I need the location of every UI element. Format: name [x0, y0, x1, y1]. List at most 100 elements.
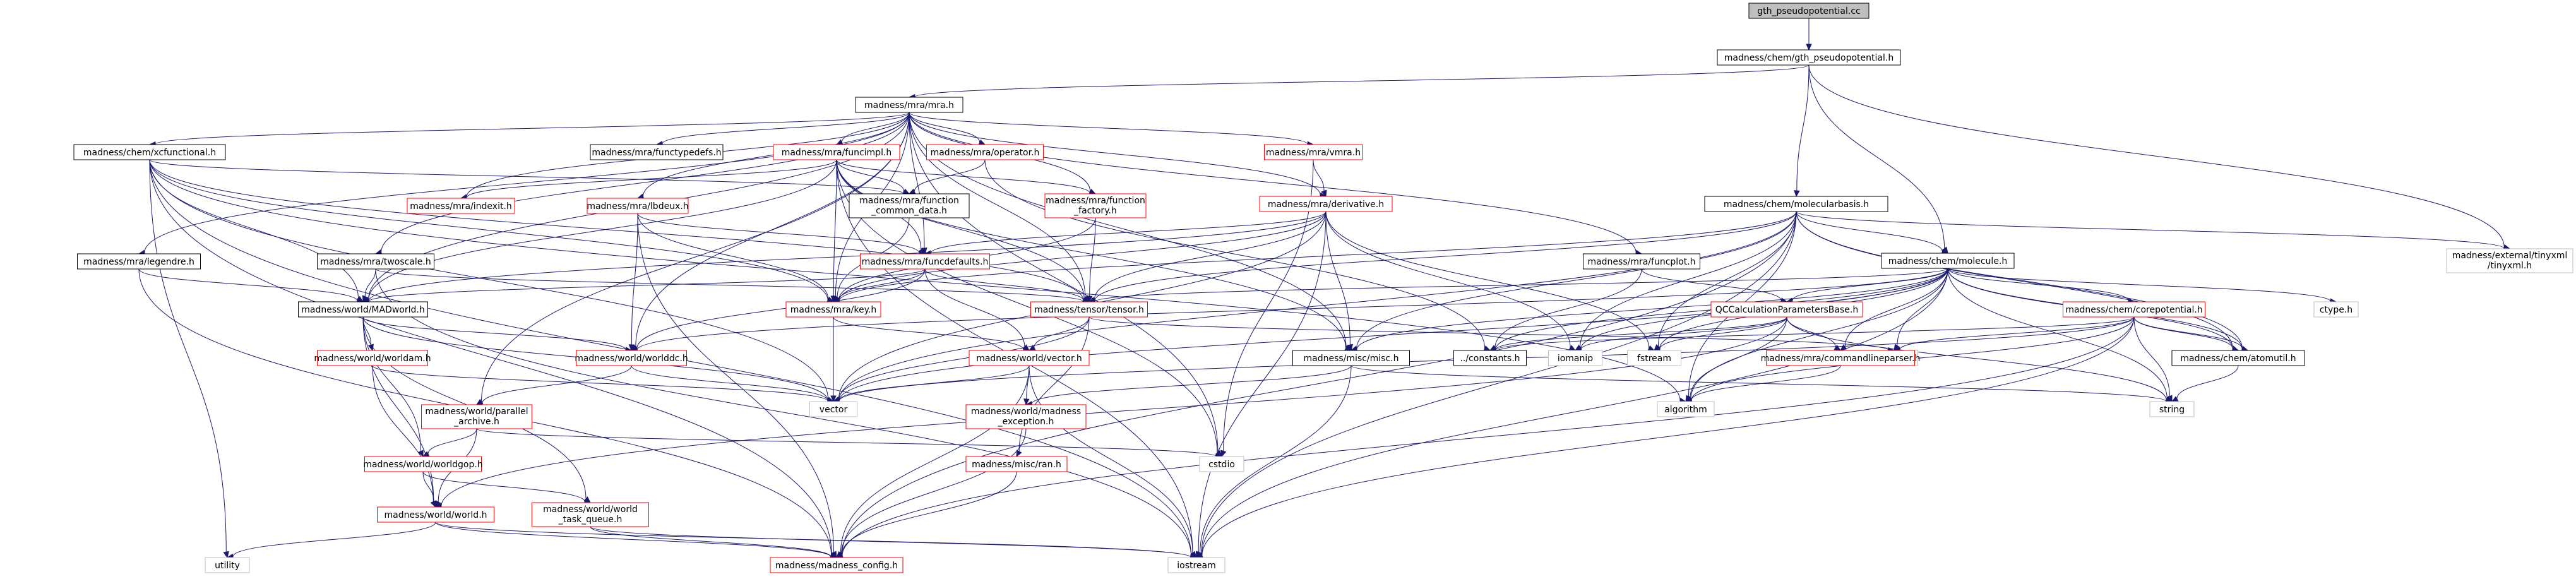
- edge-tensor-to-ran: [1018, 316, 1090, 452]
- node-label: _factory.h: [1073, 206, 1117, 216]
- edge-taskq-to-madconfig: [590, 526, 832, 558]
- node-world[interactable]: madness/world/world.h: [377, 506, 494, 523]
- node-misc[interactable]: madness/misc/misc.h: [1292, 350, 1410, 366]
- node-atomutil[interactable]: madness/chem/atomutil.h: [2171, 350, 2305, 366]
- node-madexc[interactable]: madness/world/madness_exception.h: [965, 404, 1087, 429]
- edge-molecule-to-tensor: [1094, 268, 1948, 302]
- node-worldvector[interactable]: madness/world/vector.h: [969, 350, 1090, 366]
- node-taskq[interactable]: madness/world/world_task_queue.h: [532, 502, 649, 527]
- edge-gth_h-to-molecule: [1808, 64, 1945, 249]
- edge-lbdeux-to-key: [637, 213, 829, 300]
- node-ran[interactable]: madness/misc/ran.h: [965, 456, 1068, 472]
- node-madworld[interactable]: madness/world/MADworld.h: [298, 301, 428, 318]
- edge-corepot-to-cmath: [1899, 316, 2135, 350]
- node-molecule[interactable]: madness/chem/molecule.h: [1881, 253, 2015, 269]
- edge-qccalc-to-string: [1786, 316, 2167, 401]
- node-label: madness/world/world: [543, 504, 638, 515]
- node-box: [1704, 196, 1888, 212]
- node-parallel[interactable]: madness/world/parallel_archive.h: [421, 404, 532, 429]
- edge-molecule-to-ctype: [1947, 268, 2331, 302]
- node-box: [317, 350, 428, 366]
- node-fcd[interactable]: madness/mra/function_common_data.h: [849, 193, 970, 218]
- edge-gth_h-to-molbasis: [1796, 64, 1810, 191]
- edge-twoscale-to-madworld: [364, 268, 376, 297]
- node-indexit[interactable]: madness/mra/indexit.h: [407, 198, 515, 214]
- node-box: [965, 404, 1087, 429]
- node-label: madness/mra/lbdeux.h: [587, 201, 688, 212]
- node-label: madness/world/worldam.h: [314, 354, 431, 364]
- node-label: madness/chem/corepotential.h: [2065, 305, 2202, 315]
- node-box: [2149, 401, 2195, 417]
- node-label: _archive.h: [453, 417, 499, 427]
- node-twoscale[interactable]: madness/mra/twoscale.h: [317, 253, 434, 270]
- node-molbasis[interactable]: madness/chem/molecularbasis.h: [1704, 196, 1888, 212]
- node-xcf[interactable]: madness/chem/xcfunctional.h: [73, 144, 226, 160]
- edge-mra-to-xcf: [155, 112, 910, 145]
- node-box: [1167, 557, 1225, 573]
- node-cmdparser[interactable]: madness/mra/commandlineparser.h: [1761, 350, 1921, 366]
- node-label: gth_pseudopotential.cc: [1757, 6, 1861, 16]
- node-vector: vector: [809, 401, 857, 417]
- node-funcdefaults[interactable]: madness/mra/funcdefaults.h: [860, 253, 990, 270]
- arrowhead-misc-to-iostream: [1196, 551, 1203, 558]
- node-root[interactable]: gth_pseudopotential.cc: [1748, 3, 1869, 19]
- edge-madexc-to-madconfig: [840, 428, 1027, 554]
- edge-xcf-to-key: [149, 159, 828, 301]
- edge-derivative-to-funcdefaults: [930, 211, 1327, 254]
- node-tensor[interactable]: madness/tensor/tensor.h: [1030, 301, 1148, 318]
- edge-molecule-to-qccalc: [1792, 268, 1948, 301]
- node-lbdeux[interactable]: madness/mra/lbdeux.h: [587, 198, 689, 214]
- edge-qccalc-to-iomanip: [1580, 316, 1787, 350]
- edge-twoscale-to-iostream: [375, 268, 1192, 556]
- node-label: madness/mra/function: [1046, 196, 1145, 206]
- node-derivative[interactable]: madness/mra/derivative.h: [1259, 196, 1393, 212]
- edge-misc-to-iostream: [1200, 365, 1352, 553]
- node-label: madness/chem/xcfunctional.h: [83, 148, 216, 158]
- node-worlddc[interactable]: madness/world/worlddc.h: [575, 350, 688, 366]
- edge-madworld-to-worldgop: [362, 316, 421, 451]
- node-label: madness/madness_config.h: [775, 561, 898, 571]
- node-operator[interactable]: madness/mra/operator.h: [926, 144, 1044, 160]
- node-box: [576, 350, 687, 366]
- edge-molbasis-to-molecule: [1796, 211, 1943, 252]
- edge-derivative-to-tensor: [1094, 211, 1327, 300]
- node-madconfig[interactable]: madness/madness_config.h: [770, 557, 903, 573]
- edge-molbasis-to-tensor: [1094, 211, 1797, 301]
- node-label: utility: [215, 561, 240, 571]
- edge-qccalc-to-algorithm: [1690, 316, 1787, 398]
- arrowhead-gth_h-to-molbasis: [1794, 190, 1800, 198]
- edge-funcimpl-to-key: [833, 159, 837, 297]
- edge-tensor-to-cmath: [1088, 316, 1889, 351]
- node-funcimpl[interactable]: madness/mra/funcimpl.h: [773, 144, 900, 160]
- edge-mra-to-cstdio: [909, 112, 1219, 453]
- node-box: [421, 404, 532, 429]
- edge-mra-to-funcimpl: [841, 112, 910, 143]
- node-fstream: fstream: [1627, 350, 1681, 366]
- node-box: [860, 253, 990, 270]
- dependency-edges: [138, 18, 2511, 561]
- node-legendre[interactable]: madness/mra/legendre.h: [77, 253, 201, 270]
- node-label: iomanip: [1558, 354, 1593, 364]
- node-constants[interactable]: ../constants.h: [1453, 350, 1527, 366]
- node-gth_h[interactable]: madness/chem/gth_pseudopotential.h: [1717, 49, 1901, 66]
- node-vmra[interactable]: madness/mra/vmra.h: [1264, 144, 1363, 160]
- node-funcplot[interactable]: madness/mra/funcplot.h: [1583, 253, 1700, 270]
- node-worldam[interactable]: madness/world/worldam.h: [314, 350, 431, 366]
- node-box: [377, 506, 494, 523]
- node-label: madness/world/parallel: [425, 407, 528, 417]
- edge-world-to-madconfig: [435, 522, 832, 558]
- edge-corepot-to-constants: [1495, 316, 2135, 350]
- node-qccalc[interactable]: QCCalculationParametersBase.h: [1710, 301, 1863, 318]
- edge-mra-to-vmra: [909, 112, 1308, 145]
- edge-parallel-to-worldgop: [427, 428, 477, 454]
- node-functypedefs[interactable]: madness/mra/functypedefs.h: [590, 144, 724, 160]
- node-ffactory[interactable]: madness/mra/function_factory.h: [1044, 193, 1147, 218]
- edge-twoscale-to-tensor: [375, 268, 1084, 302]
- edge-molbasis-to-iostream: [1201, 211, 1797, 555]
- node-mra[interactable]: madness/mra/mra.h: [855, 97, 963, 113]
- node-worldgop[interactable]: madness/world/worldgop.h: [363, 456, 483, 472]
- node-box: [1030, 301, 1148, 318]
- node-key[interactable]: madness/mra/key.h: [785, 301, 881, 318]
- edge-worldgop-to-world: [422, 471, 434, 502]
- node-corepot[interactable]: madness/chem/corepotential.h: [2063, 301, 2205, 318]
